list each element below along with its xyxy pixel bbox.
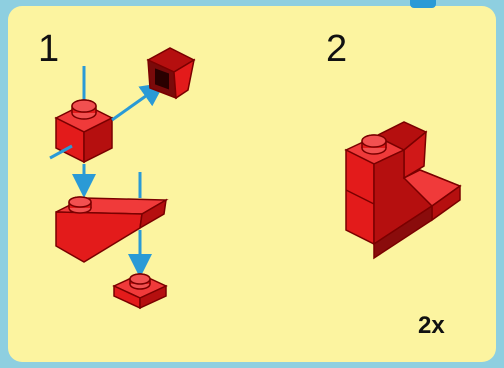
- assembled-model-icon: [344, 121, 462, 260]
- step-number-1: 1: [38, 28, 60, 70]
- header-accent: [410, 0, 436, 8]
- wedge-plate-icon: [55, 196, 169, 263]
- slope-brick-icon: [146, 47, 196, 100]
- step-number-2: 2: [326, 28, 348, 70]
- frame-strip: [0, 0, 504, 6]
- arrow-to-slope: [111, 82, 165, 122]
- build-count-label: 2x: [418, 312, 445, 339]
- brick-1x1-icon: [54, 99, 114, 164]
- arrow-tail: [49, 144, 73, 160]
- plate-1x1-icon: [112, 273, 168, 310]
